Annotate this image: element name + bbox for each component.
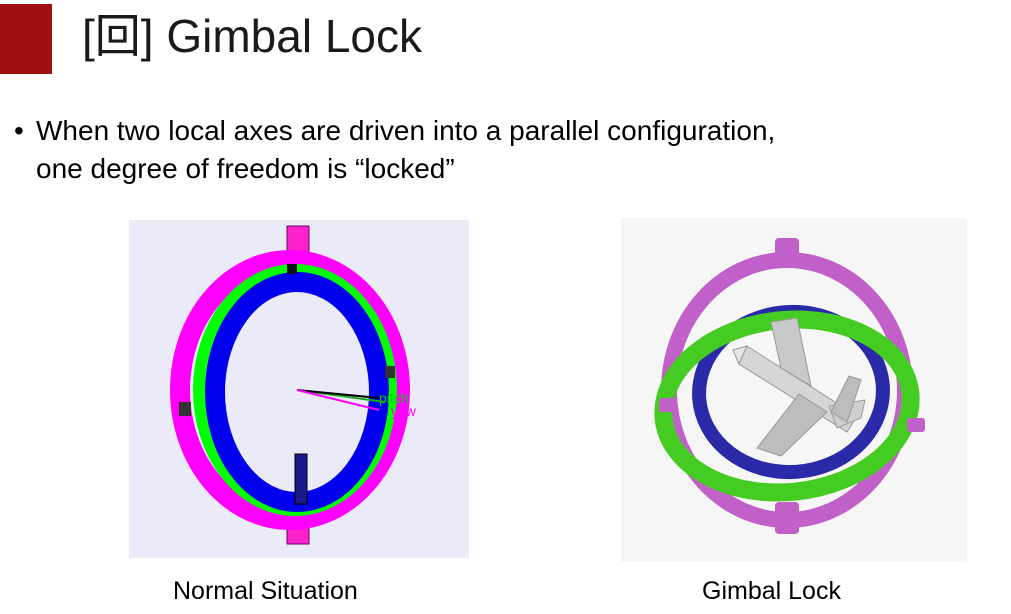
roll-axis-line [296,389,380,399]
locked-gimbal-image [621,218,967,562]
left-mark [179,402,191,416]
right-mark [385,366,395,378]
normal-gimbal-drawing: pitch yaw [170,225,417,545]
yaw-label: yaw [391,403,417,419]
normal-gimbal-image: pitch yaw [129,220,469,558]
top-mark [287,264,297,274]
pitch-label: pitch [379,390,409,406]
bullet-point: • When two local axes are driven into a … [14,112,994,188]
title-accent-block [0,4,52,74]
slide-title: [回] Gimbal Lock [82,10,422,62]
normal-situation-caption: Normal Situation [173,577,358,605]
magenta-ring [170,250,410,530]
locked-gimbal-drawing [654,238,925,534]
left-stub [659,398,675,412]
bullet-line-1: When two local axes are driven into a pa… [36,115,776,146]
bullet-line-2: one degree of freedom is “locked” [36,153,455,184]
right-stub [907,418,925,432]
gimbal-lock-caption: Gimbal Lock [702,577,841,605]
bullet-marker: • [14,115,24,146]
bottom-shaft [294,453,308,505]
yaw-axis-line [296,389,380,411]
airplane-icon [732,317,866,457]
